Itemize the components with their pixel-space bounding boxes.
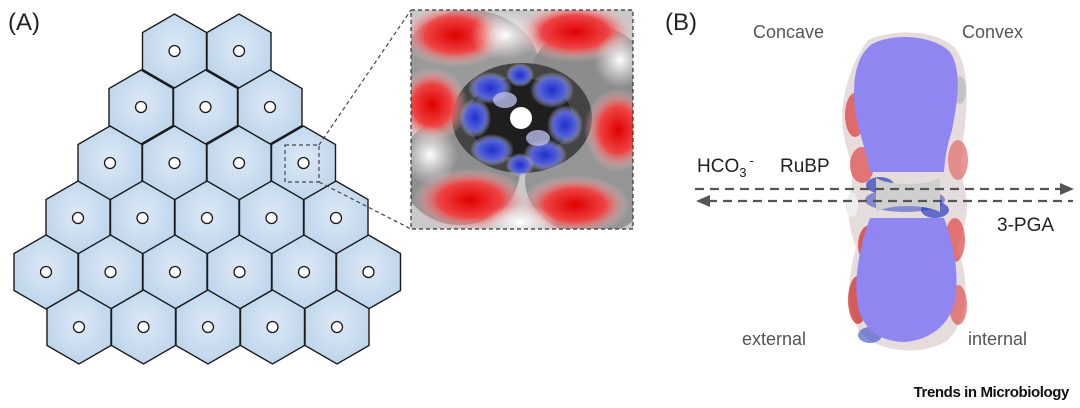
central-pore-marker <box>265 211 278 225</box>
central-pore-marker <box>39 265 53 279</box>
central-pore-marker <box>104 265 117 279</box>
convex-label: Convex <box>962 22 1023 42</box>
central-pore-marker <box>72 320 86 334</box>
central-pore-marker <box>329 211 343 225</box>
central-pore-marker <box>201 320 215 334</box>
central-pore-marker <box>263 100 277 114</box>
central-pore-marker <box>134 100 148 114</box>
central-pore-marker <box>232 156 246 170</box>
inward-arrowhead <box>1060 183 1074 195</box>
hexagon-shell-lattice <box>13 13 402 365</box>
outward-arrowhead <box>696 195 710 207</box>
central-pore-marker <box>137 320 150 334</box>
panel-b-label: (B) <box>665 9 697 36</box>
central-pore-marker <box>266 320 279 334</box>
central-pore-marker <box>71 211 85 225</box>
shell-lower-section <box>856 218 957 342</box>
central-pore-marker <box>233 265 246 279</box>
central-pore-marker <box>103 156 117 170</box>
concave-label: Concave <box>753 22 824 42</box>
rubp-label: RuBP <box>780 156 830 177</box>
central-pore-marker <box>232 44 246 58</box>
central-pore-marker <box>136 211 149 225</box>
3-pga-label: 3-PGA <box>997 215 1054 236</box>
panel-a-label: (A) <box>8 9 40 36</box>
central-pore-marker <box>168 265 182 279</box>
central-pore-marker <box>168 44 181 58</box>
central-pore-marker <box>330 320 344 334</box>
central-pore-marker <box>297 265 311 279</box>
external-label: external <box>742 329 806 349</box>
inset-frame <box>410 9 634 230</box>
journal-name: Trends in Microbiology <box>914 384 1070 401</box>
internal-label: internal <box>968 329 1027 349</box>
zoom-guide-line-top <box>318 9 412 146</box>
central-pore-marker <box>199 100 212 114</box>
shell-upper-section <box>854 37 958 172</box>
central-pore-marker <box>297 156 310 170</box>
electrostatic-pore-inset <box>411 10 633 229</box>
central-pore-marker <box>362 265 375 279</box>
zoom-selection-box <box>284 144 320 183</box>
bicarbonate-label: HCO3- <box>697 153 754 180</box>
central-pore-marker <box>200 211 214 225</box>
shell-protein-cross-section <box>842 32 968 351</box>
zoom-guide-line-bottom <box>318 181 412 230</box>
central-pore-marker <box>168 156 181 170</box>
